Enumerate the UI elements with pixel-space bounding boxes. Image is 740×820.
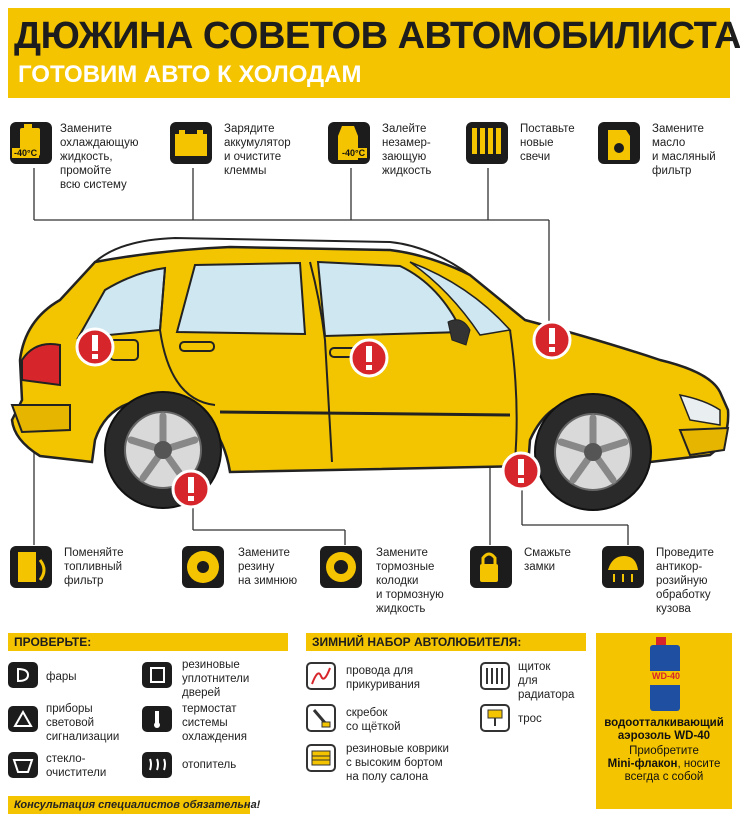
wd40-line2: Mini-флакон, носите — [598, 758, 730, 771]
wd40-mini-bottle: Mini-флакон — [607, 758, 678, 770]
alert-icon — [501, 451, 541, 491]
wd40-can-icon — [650, 637, 680, 711]
battery-icon — [170, 122, 212, 164]
oil-can-icon — [598, 122, 640, 164]
tow-rope-icon — [480, 704, 510, 732]
spark-plugs-icon — [466, 122, 508, 164]
headlight-icon — [8, 662, 38, 688]
heater-icon — [142, 752, 172, 778]
tip-lock-text: Смажьте замки — [524, 547, 571, 573]
coolant-icon: -40°C — [10, 122, 52, 164]
washer-fluid-icon: -40°C — [328, 122, 370, 164]
tip-oil-text: Замените масло и масляный фильтр — [652, 123, 716, 177]
coolant-temp-label: -40°C — [12, 148, 40, 158]
fuel-filter-icon — [10, 546, 52, 588]
alert-markers — [75, 320, 572, 509]
radiator-shield-icon — [480, 662, 510, 690]
tip-fuel-filter-text: Поменяйте топливный фильтр — [64, 547, 124, 587]
thermostat-icon — [142, 706, 172, 732]
check-item-thermostat: термостат системы охлаждения — [182, 703, 247, 743]
footer-disclaimer: Консультация специалистов обязательна! — [8, 796, 260, 814]
wd40-line3: всегда с собой — [624, 771, 704, 783]
kit-item-scraper: скребок со щёткой — [346, 707, 401, 733]
wd40-title: водоотталкивающий аэрозоль WD-40 — [604, 717, 724, 742]
brake-icon — [320, 546, 362, 588]
tip-spark-plugs-text: Поставьте новые свечи — [520, 123, 575, 163]
door-seal-icon — [142, 662, 172, 688]
winter-tire-icon — [182, 546, 224, 588]
tip-winter-tire-text: Замените резину на зимнюю — [238, 547, 298, 587]
page-title: ДЮЖИНА СОВЕТОВ АВТОМОБИЛИСТАМ — [14, 15, 740, 57]
check-item-heater: отопитель — [182, 759, 237, 771]
alert-icon — [532, 320, 572, 360]
header-banner — [8, 8, 730, 98]
scraper-icon — [306, 704, 336, 732]
warning-light-icon — [8, 706, 38, 732]
page-subtitle: ГОТОВИМ АВТО К ХОЛОДАМ — [18, 61, 362, 88]
anticorrosion-icon — [602, 546, 644, 588]
washer-temp-label: -40°C — [340, 148, 368, 158]
lock-icon — [470, 546, 512, 588]
wd40-can-label: WD-40 — [652, 671, 681, 681]
kit-item-radiator-shield: щиток для радиатора — [518, 661, 575, 701]
wiper-icon — [8, 752, 38, 778]
tip-battery-text: Зарядите аккумулятор и очистите клеммы — [224, 123, 291, 177]
wd40-line2-rest: , носите — [677, 758, 721, 770]
tip-coolant-text: Замените охлаждающую жидкость, промойте … — [60, 123, 139, 191]
wd40-line1: Приобретите — [629, 745, 699, 757]
jumper-cables-icon — [306, 662, 336, 690]
tip-brake-text: Замените тормозные колодки и тормозную ж… — [376, 547, 444, 615]
tip-washer-text: Залейте незамер- зающую жидкость — [382, 123, 432, 177]
kit-item-floor-mats: резиновые коврики с высоким бортом на по… — [346, 743, 449, 783]
check-item-wipers: стекло- очистители — [46, 753, 107, 779]
alert-icon — [349, 338, 389, 378]
alert-icon — [171, 469, 211, 509]
check-section-title: ПРОВЕРЬТЕ: — [8, 633, 288, 651]
tip-anticorrosion-text: Проведите антикор- розийную обработку ку… — [656, 547, 714, 615]
check-item-door-seals: резиновые уплотнители дверей — [182, 659, 250, 699]
alert-icon — [75, 327, 115, 367]
check-item-warning-lights: приборы световой сигнализации — [46, 703, 120, 743]
check-item-headlights: фары — [46, 671, 77, 683]
wd40-promo: WD-40 водоотталкивающий аэрозоль WD-40 П… — [596, 633, 732, 809]
winter-kit-title: ЗИМНИЙ НАБОР АВТОЛЮБИТЕЛЯ: — [306, 633, 586, 651]
floor-mat-icon — [306, 744, 336, 772]
front-wheel — [534, 393, 652, 511]
kit-item-jumper-cables: провода для прикуривания — [346, 665, 421, 691]
kit-item-tow-rope: трос — [518, 713, 542, 725]
